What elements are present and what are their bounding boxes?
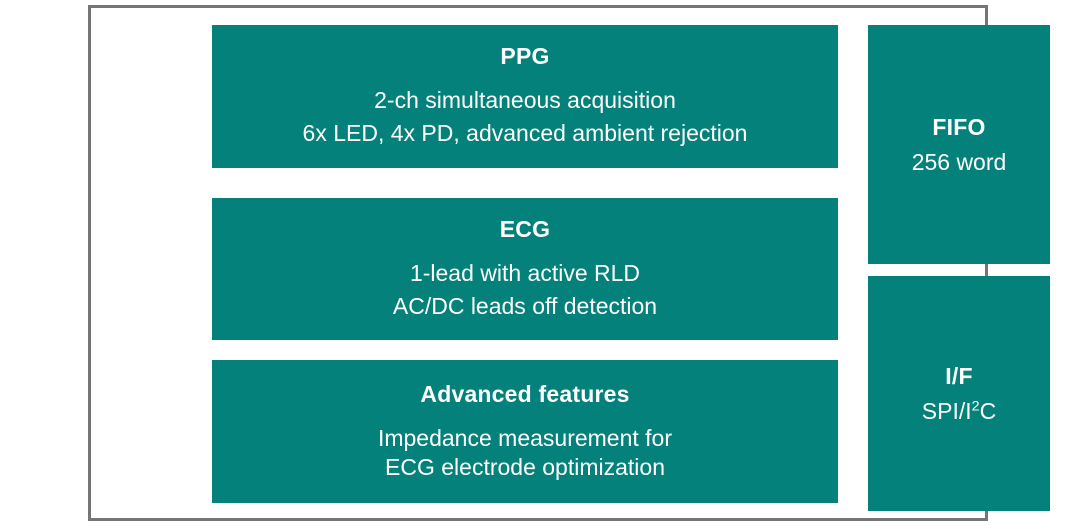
diagram-frame: PPG 2-ch simultaneous acquisition 6x LED… — [88, 5, 1050, 521]
block-ppg-line-1: 2-ch simultaneous acquisition — [374, 87, 676, 114]
block-ecg-title: ECG — [499, 215, 551, 242]
block-ppg-line-2: 6x LED, 4x PD, advanced ambient rejectio… — [302, 120, 748, 146]
block-fifo-title: FIFO — [932, 113, 986, 140]
block-interface: I/F SPI/I2C — [868, 276, 1050, 511]
block-interface-line-1-superscript: 2 — [971, 397, 980, 414]
block-interface-title: I/F — [945, 362, 973, 389]
block-ecg-line-1: 1-lead with active RLD — [409, 259, 641, 286]
block-ppg: PPG 2-ch simultaneous acquisition 6x LED… — [212, 25, 838, 168]
block-ecg: ECG 1-lead with active RLD AC/DC leads o… — [212, 198, 838, 340]
block-fifo: FIFO 256 word — [868, 25, 1050, 264]
block-advanced-features-line-1: Impedance measurement for — [377, 424, 673, 451]
block-interface-line-1-after: C — [979, 397, 997, 424]
block-advanced-features-line-2: ECG electrode optimization — [385, 454, 665, 480]
block-advanced-features: Advanced features Impedance measurement … — [212, 360, 838, 503]
block-interface-line-1: SPI/I2C — [922, 398, 996, 425]
block-advanced-features-title: Advanced features — [420, 380, 630, 407]
block-interface-line-1-before: SPI/I — [921, 397, 972, 424]
block-ppg-title: PPG — [500, 43, 550, 70]
block-ecg-line-2: AC/DC leads off detection — [392, 292, 658, 319]
block-fifo-line-1: 256 word — [911, 148, 1007, 175]
